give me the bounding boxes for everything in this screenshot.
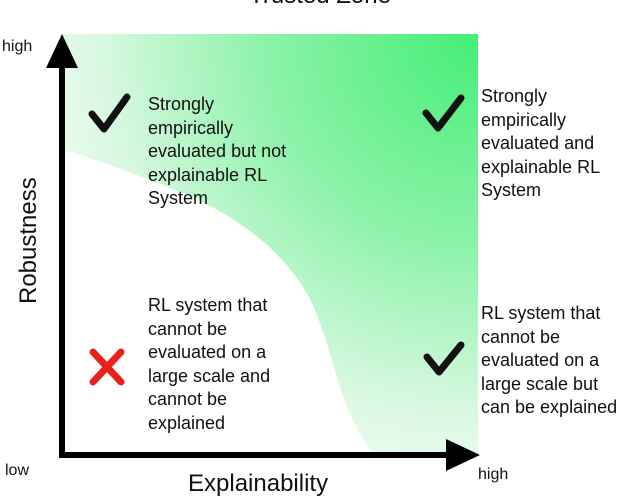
diagram-title: Trusted Zone — [0, 0, 640, 10]
trusted-zone-region — [62, 34, 478, 452]
y-axis-high-label: high — [2, 38, 33, 55]
x-axis-title: Explainability — [188, 470, 329, 497]
x-axis-arrowhead — [446, 439, 480, 471]
quadrant-bottom-right-text: RL system that cannot be evaluated on a … — [481, 303, 618, 417]
quadrant-top-right-text: Strongly empirically evaluated and expla… — [481, 86, 601, 200]
x-axis-high-label: high — [478, 466, 509, 483]
cross-icon — [89, 348, 125, 386]
check-icon — [422, 94, 465, 132]
y-axis-title: Robustness — [15, 177, 42, 304]
check-icon — [423, 341, 465, 376]
check-icon — [88, 93, 131, 133]
y-axis-arrowhead — [46, 34, 78, 68]
quadrant-top-left-text: Strongly empirically evaluated but not e… — [148, 94, 287, 208]
quadrant-bottom-left-text: RL system that cannot be evaluated on a … — [148, 295, 271, 433]
origin-low-label: low — [5, 462, 30, 479]
